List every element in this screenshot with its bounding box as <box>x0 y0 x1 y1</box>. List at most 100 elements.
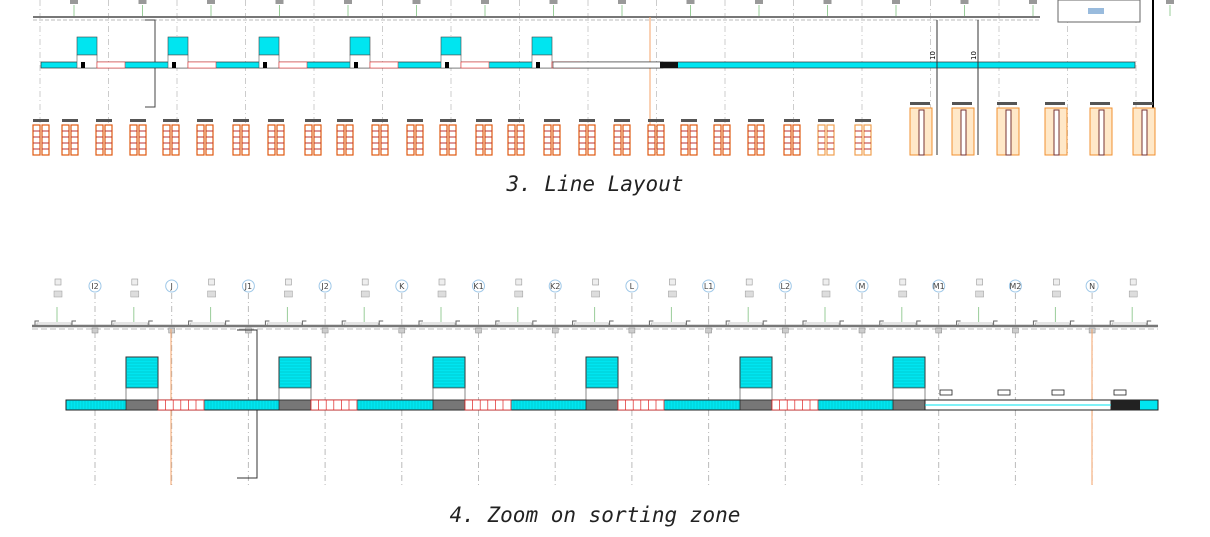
sorter-unit <box>258 36 280 56</box>
rack <box>171 124 180 156</box>
rack <box>656 124 665 156</box>
rack-label-mark <box>1133 102 1153 105</box>
dock-bracket-left <box>648 320 654 326</box>
rack <box>371 124 380 156</box>
sorter-unit <box>125 356 159 389</box>
dock-bracket-right <box>1069 320 1075 326</box>
large-rack-column <box>1005 109 1012 156</box>
rack-pair <box>267 124 285 156</box>
grid-bubble <box>1008 279 1022 293</box>
sorter-merge <box>892 399 926 411</box>
sorter-merge <box>278 399 312 411</box>
grid-bubble <box>241 279 255 293</box>
rack-label-mark <box>648 119 664 122</box>
rack-pair <box>162 124 180 156</box>
rack-pair <box>129 124 147 156</box>
rack <box>406 124 415 156</box>
dock-bracket-right <box>148 320 153 326</box>
rack <box>680 124 689 156</box>
rack-label-mark <box>1045 102 1065 105</box>
column-label-mark <box>892 0 900 4</box>
sorter-block <box>81 62 85 68</box>
rack-pair <box>747 124 765 156</box>
dock-number-tag <box>1129 278 1137 286</box>
rack-label-mark <box>305 119 321 122</box>
dock-bracket-right <box>993 320 998 326</box>
column-label-mark <box>481 0 489 4</box>
rack <box>241 124 250 156</box>
sorter-merge <box>739 399 773 411</box>
accumulation-section <box>369 61 399 69</box>
rack <box>854 124 863 156</box>
rack-pair <box>61 124 79 156</box>
dock-door-tag <box>360 290 370 298</box>
rack <box>162 124 171 156</box>
dock-number-tag <box>669 278 676 286</box>
rack-label-mark <box>233 119 249 122</box>
grid-bubble <box>395 279 409 293</box>
grid-label: I2 <box>91 282 98 291</box>
rack-pair <box>232 124 250 156</box>
dock-door-tag <box>284 290 293 298</box>
rack-label-mark <box>1090 102 1110 105</box>
rack-pair <box>32 124 50 156</box>
grid-bubble <box>318 279 332 293</box>
grid-bubble <box>472 279 485 293</box>
column-label-mark <box>207 0 215 4</box>
outfeed-terminal <box>1111 400 1140 410</box>
dock-bracket-right <box>378 320 384 326</box>
sorter-block <box>263 62 267 68</box>
rack-label-mark <box>748 119 764 122</box>
rack-pair <box>475 124 493 156</box>
grid-bubble <box>548 279 562 293</box>
sorter-chute <box>739 387 773 401</box>
dock-door-tag <box>514 290 524 298</box>
rack-pair <box>713 124 731 156</box>
rack <box>104 124 113 156</box>
rack <box>817 124 826 156</box>
grid-label: L2 <box>781 282 791 291</box>
column-label-mark <box>344 0 352 4</box>
rack <box>415 124 424 156</box>
dock-door-tag <box>744 290 754 298</box>
rack-label-mark <box>681 119 697 122</box>
equipment-tag <box>939 389 953 396</box>
column-base <box>91 327 99 334</box>
rack-pair <box>854 124 872 156</box>
dock-number-tag <box>515 278 523 286</box>
rack-pair <box>543 124 561 156</box>
grid-label: K2 <box>550 282 560 291</box>
sorter-chute <box>167 54 189 69</box>
sorter-merge <box>585 399 619 411</box>
rack-pair <box>196 124 214 156</box>
large-rack-column <box>918 109 925 156</box>
grid-bubble <box>165 279 179 293</box>
sorter-unit <box>432 356 466 389</box>
accumulation-section <box>460 61 490 69</box>
rack <box>713 124 722 156</box>
column-base <box>168 327 175 334</box>
grid-bubble <box>932 279 946 293</box>
rack-label-mark <box>130 119 146 122</box>
dock-bracket-left <box>341 320 347 326</box>
rack <box>205 124 214 156</box>
column-label-mark <box>138 0 147 4</box>
dock-bracket-right <box>71 320 76 326</box>
dock-number-tag <box>361 278 369 286</box>
rack-pair <box>304 124 322 156</box>
grid-label: L <box>630 282 635 291</box>
accumulation-section <box>278 61 308 69</box>
rack-label-mark <box>910 102 930 105</box>
rack <box>578 124 587 156</box>
rack <box>138 124 147 156</box>
column-label-mark <box>1029 0 1037 4</box>
rack <box>129 124 138 156</box>
rack <box>336 124 345 156</box>
grid-bubble <box>1085 279 1099 293</box>
conveyor-end-section <box>552 61 664 69</box>
column-base <box>321 327 329 334</box>
dock-bracket-right <box>609 320 614 326</box>
rack-pair <box>578 124 596 156</box>
rack-label-mark <box>440 119 456 122</box>
